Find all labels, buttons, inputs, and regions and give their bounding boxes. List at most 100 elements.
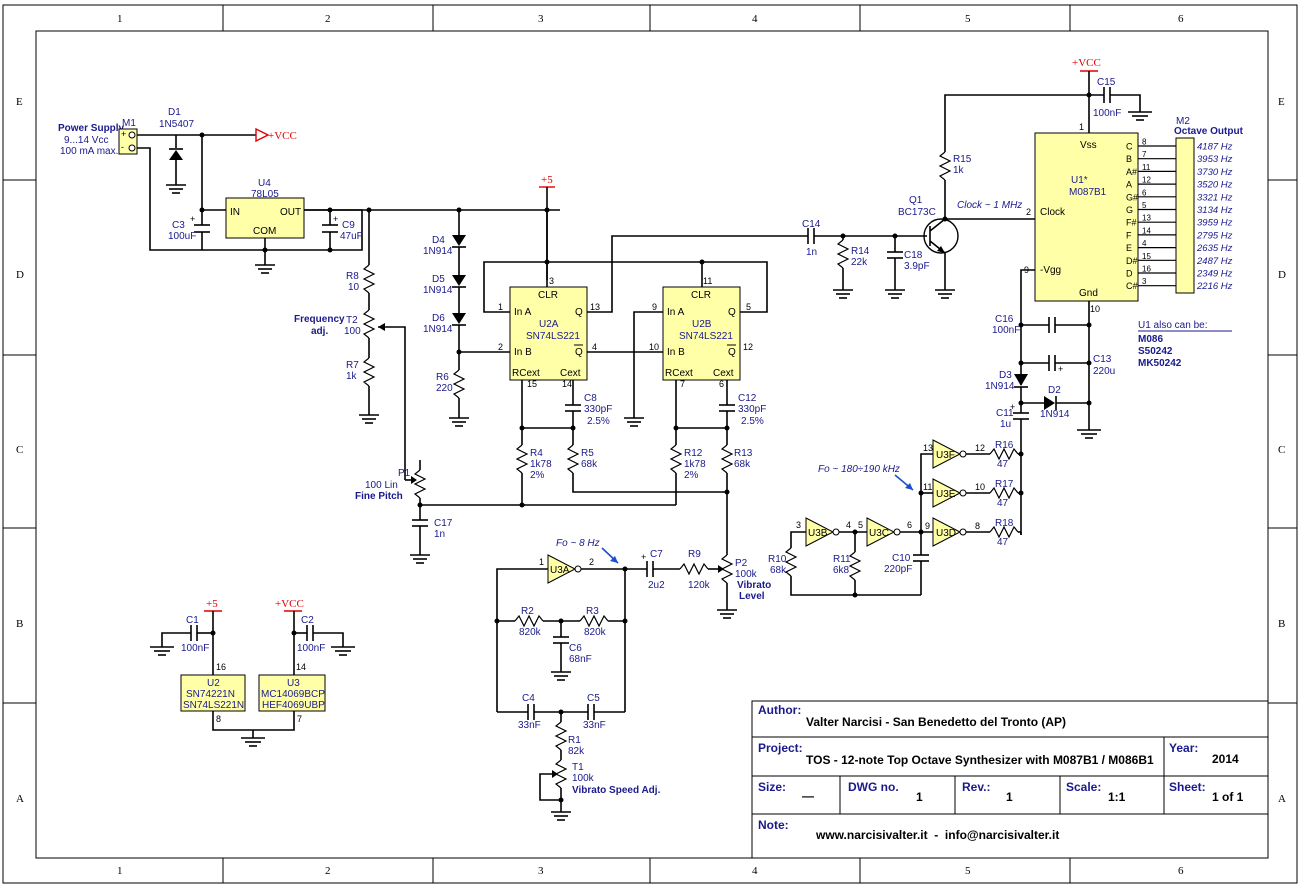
grid-row-label: A — [16, 793, 24, 805]
output-frequency: 3134 Hz — [1197, 205, 1233, 216]
svg-text:12: 12 — [743, 342, 753, 352]
diode-ladder: D4 1N914 D5 1N914 D6 1N914 R6 220 — [423, 207, 510, 427]
r9-resistor — [679, 562, 709, 576]
svg-text:10: 10 — [1090, 304, 1100, 314]
rev-value: 1 — [1006, 790, 1013, 804]
u4-out-pin: OUT — [280, 207, 301, 218]
svg-text:6: 6 — [907, 520, 912, 530]
c6-value: 68nF — [569, 654, 592, 665]
output-frequency: 3730 Hz — [1197, 167, 1233, 178]
drawing-frame — [2, 4, 1298, 884]
m1-label: M1 — [122, 118, 136, 129]
c14-label: C14 — [802, 219, 821, 230]
svg-text:1: 1 — [539, 557, 544, 567]
u1-note-name: A# — [1126, 167, 1137, 177]
u2b-chip — [662, 286, 741, 381]
d1-diode-symbol — [169, 150, 183, 160]
grid-col-label: 3 — [538, 865, 544, 877]
u1-note-name: G — [1126, 205, 1133, 215]
year-label: Year: — [1169, 741, 1198, 755]
u1-alt-item: MK50242 — [1138, 358, 1182, 369]
svg-text:+: + — [1010, 402, 1015, 412]
t2-label: T2 — [346, 315, 358, 326]
svg-text:10: 10 — [975, 482, 985, 492]
d5-value: 1N914 — [423, 285, 453, 296]
u1-alt-item: S50242 — [1138, 346, 1173, 357]
u2-power-part-b: SN74LS221N — [183, 700, 244, 711]
u2b-ina-pin: In A — [667, 307, 685, 318]
u3-power-chip — [258, 674, 326, 712]
u1-note-name: A — [1126, 180, 1132, 190]
size-value: — — [802, 789, 814, 803]
c12-tolerance: 2.5% — [741, 416, 764, 427]
year-value: 2014 — [1212, 752, 1239, 766]
vcc-label: +VCC — [268, 130, 297, 142]
u1-chip — [1034, 132, 1139, 302]
output-frequency: 2349 Hz — [1196, 269, 1233, 280]
r12-label: R12 — [684, 448, 703, 459]
r14-resistor — [836, 239, 850, 269]
u1-pin-number: 15 — [1142, 252, 1151, 261]
u3d-label: U3D — [936, 528, 956, 539]
u3-power-part-a: MC14069BCP — [261, 689, 325, 700]
frequency-adjust-chain: R8 10 T2 100 Frequency adj. R7 1k — [294, 207, 406, 480]
vgg-supply: C16 100nF + C13 220u D3 1N914 D2 1N914 +… — [985, 269, 1115, 535]
c17-value: 1n — [434, 529, 445, 540]
c1-label: C1 — [186, 615, 199, 626]
grid-col-label: 1 — [117, 13, 123, 25]
d6-diode-symbol — [452, 313, 466, 324]
grid-col-label: 4 — [752, 13, 758, 25]
svg-text:7: 7 — [680, 379, 685, 389]
r18-value: 47 — [997, 537, 1009, 548]
r3-resistor — [579, 614, 609, 628]
c9-label: C9 — [342, 220, 355, 231]
project-value: TOS - 12-note Top Octave Synthesizer wit… — [806, 753, 1154, 767]
p2-note: Level — [739, 591, 765, 602]
plus5-label: +5 — [206, 598, 218, 610]
r3-label: R3 — [586, 606, 599, 617]
u2b-qbar-pin: Q — [728, 347, 736, 358]
c12-value: 330pF — [738, 404, 766, 415]
ground-icon — [331, 646, 355, 656]
grid-col-label: 5 — [965, 13, 971, 25]
p2-label: P2 — [735, 558, 748, 569]
m2-label: M2 — [1176, 116, 1190, 127]
p1-potentiometer — [413, 469, 427, 499]
size-label: Size: — [758, 780, 786, 794]
d6-value: 1N914 — [423, 324, 453, 335]
svg-text:13: 13 — [590, 302, 600, 312]
u2b-inb-pin: In B — [667, 347, 685, 358]
u4-regulator — [225, 197, 305, 239]
vcc-label: +VCC — [275, 598, 304, 610]
svg-text:7: 7 — [297, 714, 302, 724]
c8-tolerance: 2.5% — [587, 416, 610, 427]
svg-text:8: 8 — [216, 714, 221, 724]
u3a-label: U3A — [550, 565, 570, 576]
u2b-q-pin: Q — [728, 307, 736, 318]
grid-col-label: 6 — [1178, 865, 1184, 877]
r7-label: R7 — [346, 360, 359, 371]
m2-connector — [1175, 137, 1195, 294]
c10-label: C10 — [892, 553, 911, 564]
u2a-inb-pin: In B — [514, 347, 532, 358]
u2a-cext-pin: Cext — [560, 368, 581, 379]
r14-value: 22k — [851, 257, 868, 268]
d4-label: D4 — [432, 235, 445, 246]
output-frequency: 2795 Hz — [1196, 230, 1233, 241]
svg-text:2: 2 — [1026, 207, 1031, 217]
r6-resistor — [452, 369, 466, 399]
dwg-value: 1 — [916, 790, 923, 804]
q1-value: BC173C — [898, 207, 936, 218]
ground-icon — [717, 609, 737, 619]
u1-pin-number: 13 — [1142, 214, 1151, 223]
u2b-label: U2B — [692, 319, 712, 330]
osc-frequency-note: Fo ~ 180÷190 kHz — [818, 464, 900, 475]
grid-col-label: 2 — [325, 865, 331, 877]
r16-label: R16 — [995, 440, 1014, 451]
svg-text:2: 2 — [498, 342, 503, 352]
d5-diode-symbol — [452, 275, 466, 286]
t1-note: Vibrato Speed Adj. — [572, 785, 661, 796]
r12-resistor — [669, 444, 683, 474]
